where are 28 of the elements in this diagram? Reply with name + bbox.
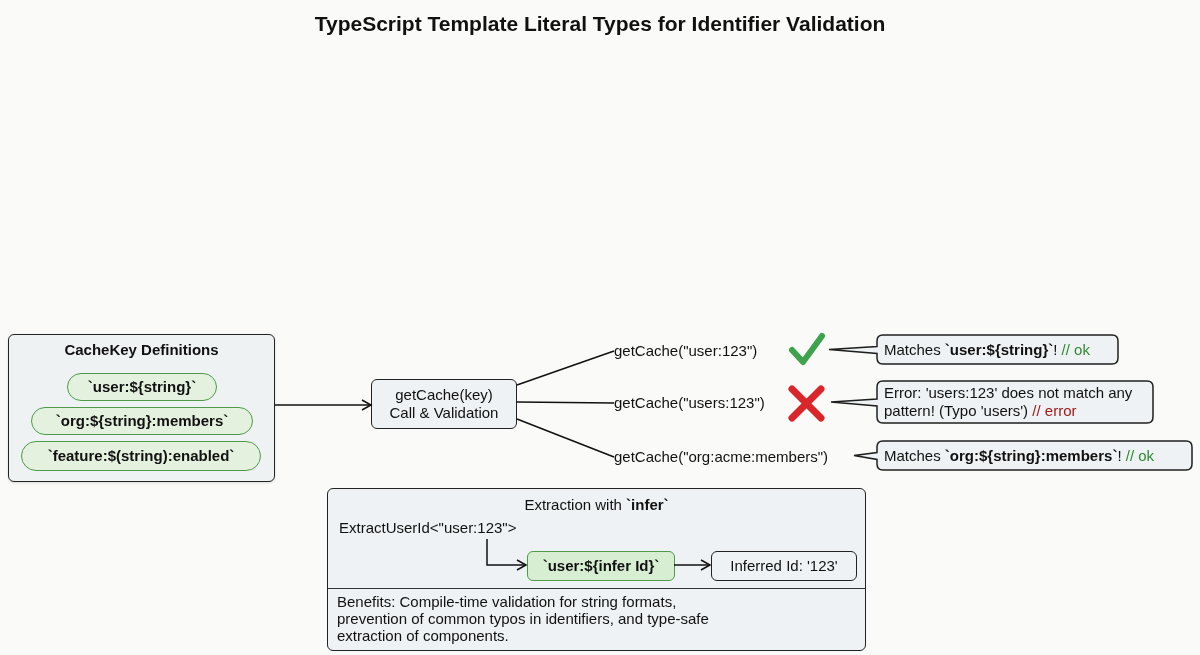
pattern-pill: `user:${string}`	[67, 373, 217, 401]
connector	[274, 399, 372, 411]
pattern-pill: `feature:$(string):enabled`	[21, 441, 261, 471]
callout-text: Matches `org:${string}:members`! // ok	[884, 446, 1156, 465]
call-text: getCache("org:acme:members")	[614, 445, 852, 469]
callout-text: Error: 'users:123' does not match any pattern! (Typo 'users') // error	[884, 384, 1134, 420]
call-text: getCache("users:123")	[614, 391, 784, 415]
connector	[516, 418, 615, 458]
pattern-pill: `org:${string}:members`	[31, 407, 253, 435]
title: TypeScript Template Literal Types for Identifier Validation	[313, 11, 887, 37]
call-text: getCache("user:123")	[614, 339, 778, 363]
extraction-panel	[327, 488, 866, 651]
definitions-panel	[8, 334, 275, 482]
call-text: ExtractUserId<"user:123">	[339, 516, 545, 540]
callout-text: Matches `user:${string}`! // ok	[884, 340, 1091, 359]
process-box: Inferred Id: '123'	[711, 551, 857, 581]
panel-heading: CacheKey Definitions	[63, 340, 220, 360]
callout-bubble	[830, 380, 1154, 424]
connector	[516, 401, 615, 404]
connector	[486, 538, 527, 571]
callout-bubble	[828, 334, 1119, 365]
pattern-box: `user:${infer Id}`	[527, 551, 675, 581]
panel-heading: Extraction with `infer`	[523, 495, 670, 515]
benefits-text: Benefits: Compile-time validation for string formats, prevention of common typos in identifiers, and type-safe extraction of components.	[337, 593, 710, 644]
connector	[516, 350, 615, 386]
process-box: getCache(key) Call & Validation	[371, 379, 517, 429]
connector	[673, 559, 711, 571]
callout-bubble	[853, 440, 1193, 471]
